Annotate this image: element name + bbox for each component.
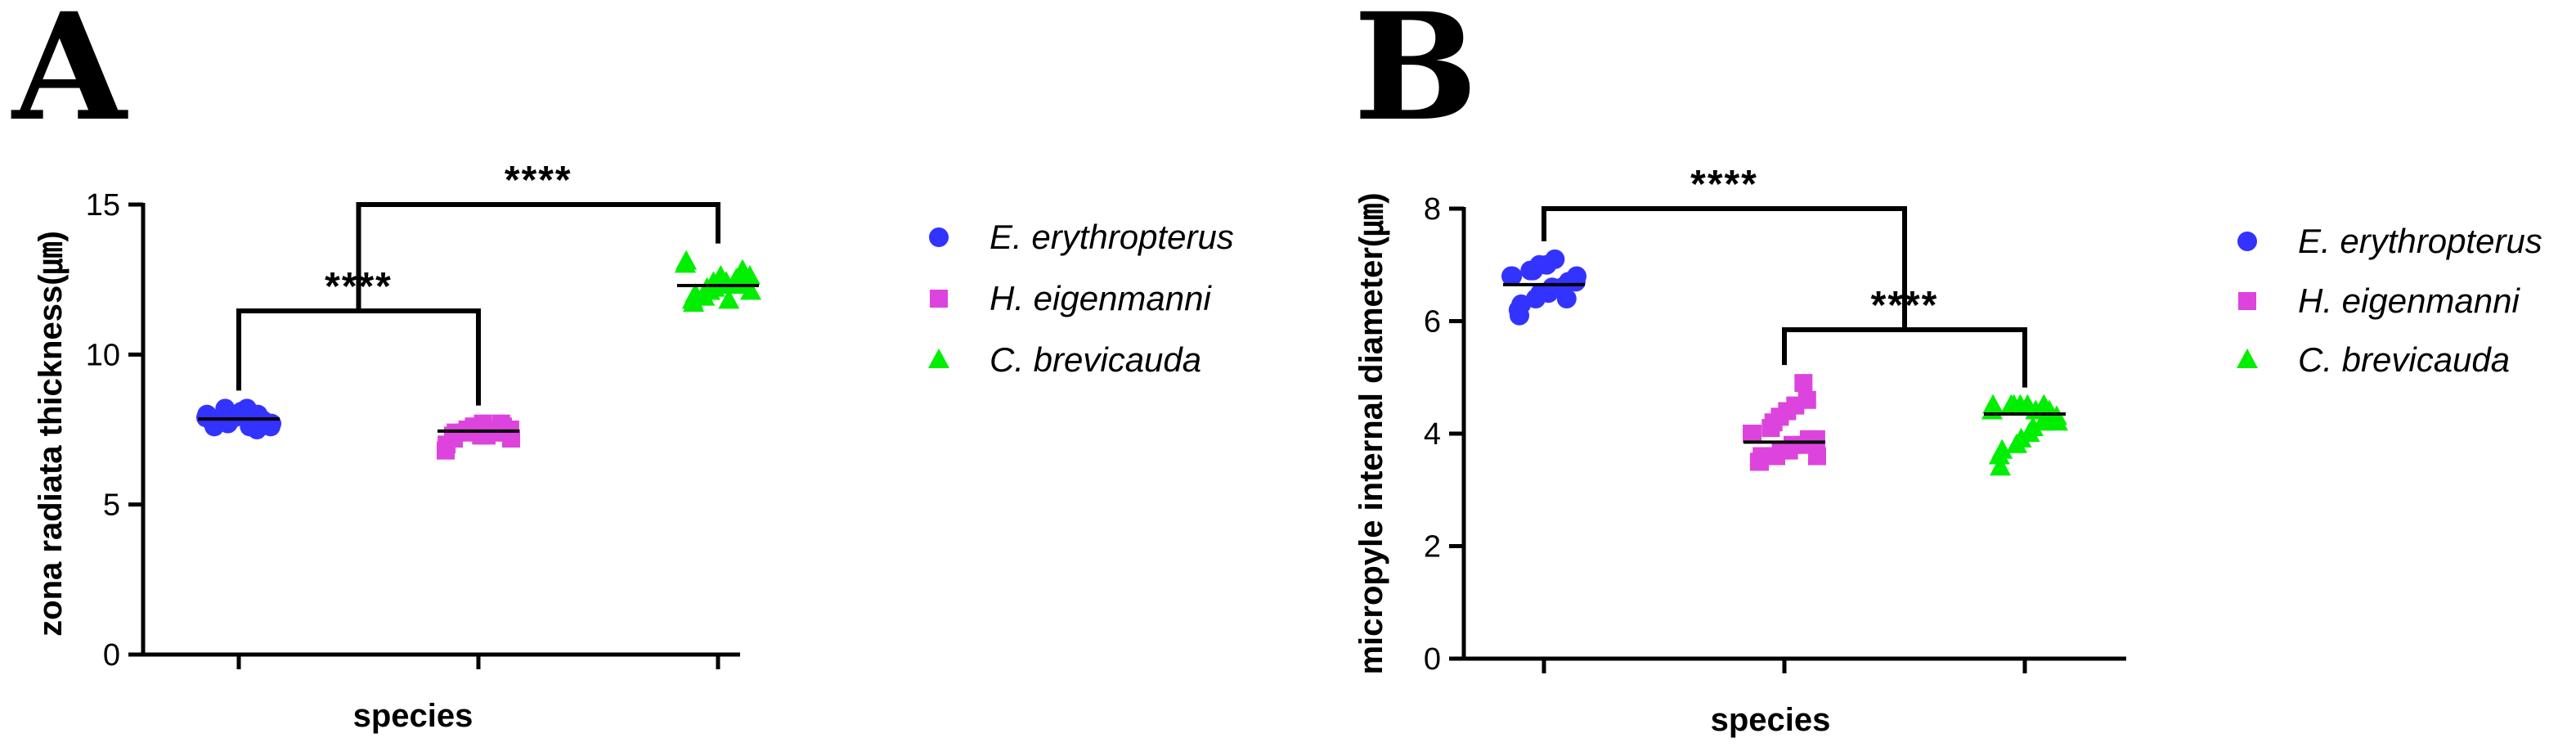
panel-letter-a: A: [11, 0, 128, 154]
x-axis-label-b: species: [1711, 702, 1831, 738]
data-point: [262, 413, 281, 434]
data-points-b: [1501, 249, 2068, 476]
legend-marker: [928, 349, 949, 368]
data-point: [1990, 456, 2011, 476]
y-axis-label-b: micropyle internal diameter(㎛): [1353, 192, 1390, 674]
data-point: [2033, 394, 2055, 414]
data-point: [1797, 390, 1816, 409]
data-point: [675, 250, 698, 270]
y-axis-label-a: zona radiata thickness(㎛): [33, 231, 70, 637]
legend-label: C. brevicauda: [2298, 340, 2510, 379]
legend-label: E. erythropterus: [2298, 222, 2542, 260]
legend-marker: [930, 290, 948, 308]
legend-marker: [2238, 292, 2256, 310]
y-tick-label: 5: [103, 488, 120, 523]
significance-brackets-a: ********: [236, 159, 720, 406]
significance-bracket: [1542, 206, 1907, 330]
data-point: [740, 280, 761, 300]
data-point: [502, 430, 520, 448]
y-tick-label: 8: [1424, 192, 1441, 227]
legend-label: H. eigenmanni: [990, 279, 1212, 317]
data-point: [710, 265, 732, 285]
data-point: [1744, 425, 1762, 443]
data-point: [1794, 374, 1813, 393]
data-point: [1808, 447, 1826, 466]
significance-brackets-b: ********: [1542, 163, 2027, 388]
y-tick-label: 6: [1424, 305, 1441, 340]
legend-label: C. brevicauda: [990, 340, 1201, 379]
significance-label: ****: [505, 159, 572, 202]
data-points-a: [196, 250, 761, 460]
y-tick-label: 0: [103, 638, 120, 673]
legend-label: E. erythropterus: [990, 218, 1234, 256]
legend-a: E. erythropterus H. eigenmanni C. brevicau…: [928, 218, 1234, 379]
data-point: [1567, 266, 1586, 286]
data-point: [1752, 447, 1771, 466]
data-point: [1545, 249, 1565, 269]
y-tick-label: 2: [1424, 530, 1441, 565]
data-point: [2022, 416, 2044, 437]
legend-marker: [929, 227, 949, 247]
y-tick-label: 10: [86, 338, 120, 372]
axes-a: 0 5 10 15: [86, 188, 740, 673]
legend-b: E. erythropterus H. eigenmanni C. brevicau…: [2237, 222, 2542, 379]
data-point: [1800, 430, 1818, 448]
x-axis-label-a: species: [353, 698, 473, 734]
data-point: [1553, 277, 1573, 298]
data-point: [438, 435, 456, 454]
significance-label: ****: [1690, 163, 1758, 206]
legend-marker: [2237, 349, 2258, 368]
significance-bracket: [1782, 327, 2027, 388]
panel-letter-b: B: [1353, 0, 1478, 154]
data-point: [1982, 394, 2004, 414]
data-point: [197, 404, 218, 425]
data-point: [718, 289, 740, 309]
axes-b: 0 2 4 6 8: [1424, 192, 2126, 677]
data-point: [2047, 411, 2068, 431]
data-point: [1991, 439, 2013, 459]
significance-bracket: [356, 202, 720, 311]
y-tick-label: 4: [1424, 417, 1441, 452]
data-point: [231, 402, 252, 421]
significance-bracket: [236, 308, 481, 406]
y-tick-label: 0: [1424, 642, 1441, 677]
data-point: [726, 268, 748, 288]
data-point: [1502, 266, 1523, 286]
y-tick-label: 15: [86, 188, 120, 223]
chart-panel-a: A zona radiata thickness(㎛) species 0 5 10…: [11, 0, 1234, 734]
chart-panel-b: B micropyle internal diameter(㎛) species…: [1353, 0, 2542, 738]
legend-marker: [2237, 232, 2257, 251]
legend-label: H. eigenmanni: [2298, 281, 2520, 320]
